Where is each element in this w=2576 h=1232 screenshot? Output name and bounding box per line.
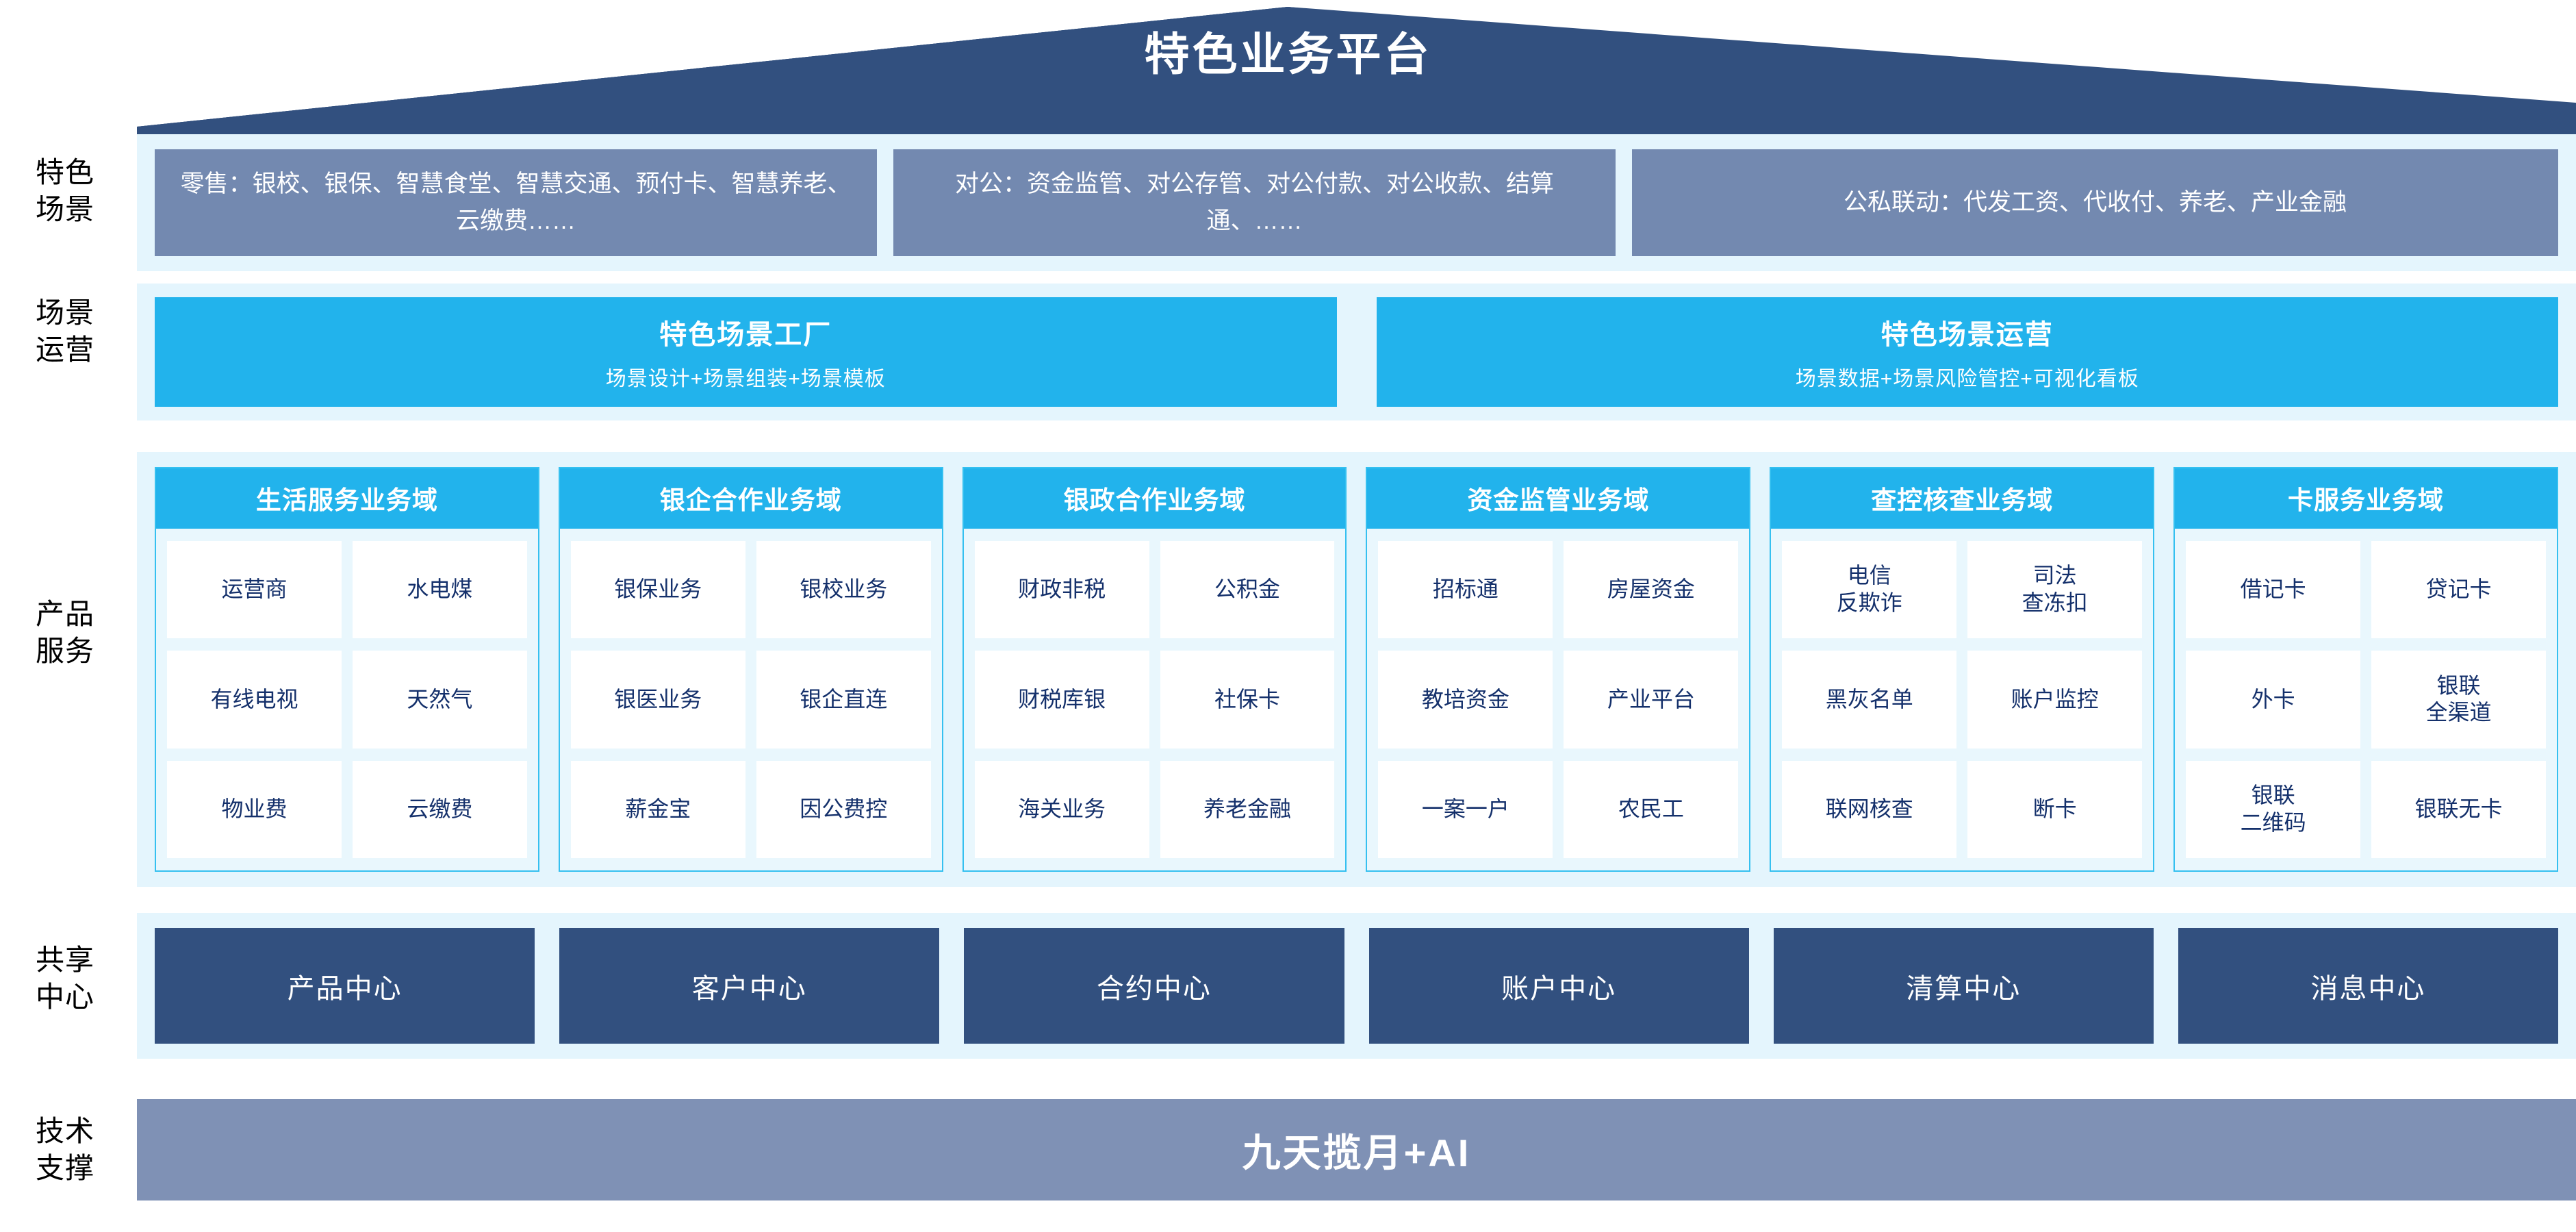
product-item-grid: 运营商 水电煤 有线电视 天然气 物业费 云缴费 bbox=[156, 529, 538, 870]
shared-center-contract[interactable]: 合约中心 bbox=[964, 928, 1344, 1044]
product-item[interactable]: 有线电视 bbox=[167, 651, 342, 749]
shared-center-account[interactable]: 账户中心 bbox=[1368, 928, 1749, 1044]
row-label-scenario: 特色 场景 bbox=[35, 156, 94, 225]
product-domain-title: 生活服务业务域 bbox=[156, 468, 538, 529]
product-item[interactable]: 账户监控 bbox=[1967, 651, 2143, 749]
product-domain-title: 卡服务业务域 bbox=[2175, 468, 2557, 529]
product-domain-fund-supervision[interactable]: 资金监管业务域 招标通 房屋资金 教培资金 产业平台 一案一户 农民工 bbox=[1366, 467, 1751, 872]
product-domain-title: 银企合作业务域 bbox=[559, 468, 942, 529]
product-item[interactable]: 农民工 bbox=[1564, 760, 1739, 858]
operations-title: 特色场景运营 bbox=[1880, 320, 2054, 350]
scenario-box-retail[interactable]: 零售：银校、银保、智慧食堂、智慧交通、预付卡、智慧养老、云缴费…… bbox=[155, 149, 877, 256]
product-item[interactable]: 银医业务 bbox=[570, 651, 745, 749]
product-item[interactable]: 水电煤 bbox=[352, 541, 527, 639]
product-domain-bank-enterprise[interactable]: 银企合作业务域 银保业务 银校业务 银医业务 银企直连 薪金宝 因公费控 bbox=[558, 467, 943, 872]
product-item[interactable]: 教培资金 bbox=[1378, 651, 1553, 749]
operations-box-scene-factory[interactable]: 特色场景工厂 场景设计+场景组装+场景模板 bbox=[155, 297, 1337, 407]
product-item[interactable]: 断卡 bbox=[1967, 760, 2143, 858]
scenario-row-band: 零售：银校、银保、智慧食堂、智慧交通、预付卡、智慧养老、云缴费…… 对公：资金监… bbox=[137, 134, 2576, 271]
operations-box-scene-operation[interactable]: 特色场景运营 场景数据+场景风险管控+可视化看板 bbox=[1376, 297, 2558, 407]
product-item[interactable]: 产业平台 bbox=[1564, 651, 1739, 749]
operations-title: 特色场景工厂 bbox=[659, 320, 832, 350]
product-item[interactable]: 房屋资金 bbox=[1564, 541, 1739, 639]
product-item-grid: 财政非税 公积金 财税库银 社保卡 海关业务 养老金融 bbox=[964, 529, 1346, 870]
products-row-band: 生活服务业务域 运营商 水电煤 有线电视 天然气 物业费 云缴费 银企合作业务域… bbox=[137, 452, 2576, 887]
shared-center-customer[interactable]: 客户中心 bbox=[559, 928, 940, 1044]
shared-center-row-band: 产品中心 客户中心 合约中心 账户中心 清算中心 消息中心 bbox=[137, 913, 2576, 1059]
product-item[interactable]: 银保业务 bbox=[570, 541, 745, 639]
product-item[interactable]: 银校业务 bbox=[756, 541, 931, 639]
product-item[interactable]: 贷记卡 bbox=[2371, 541, 2546, 639]
product-item[interactable]: 招标通 bbox=[1378, 541, 1553, 639]
product-item[interactable]: 天然气 bbox=[352, 651, 527, 749]
product-item[interactable]: 黑灰名单 bbox=[1782, 651, 1957, 749]
scenario-box-corporate[interactable]: 对公：资金监管、对公存管、对公付款、对公收款、结算通、…… bbox=[893, 149, 1616, 256]
product-domain-bank-government[interactable]: 银政合作业务域 财政非税 公积金 财税库银 社保卡 海关业务 养老金融 bbox=[962, 467, 1347, 872]
product-domain-title: 查控核查业务域 bbox=[1771, 468, 2154, 529]
product-item[interactable]: 薪金宝 bbox=[570, 760, 745, 858]
product-domain-title: 银政合作业务域 bbox=[963, 468, 1346, 529]
roof-shape-icon bbox=[137, 7, 2576, 137]
product-item[interactable]: 财政非税 bbox=[974, 541, 1149, 639]
row-label-tech-support: 技术 支撑 bbox=[35, 1115, 94, 1184]
product-domain-card-services[interactable]: 卡服务业务域 借记卡 贷记卡 外卡 银联 全渠道 银联 二维码 银联无卡 bbox=[2173, 467, 2558, 872]
row-label-products: 产品 服务 bbox=[35, 598, 94, 667]
row-label-shared-center: 共享 中心 bbox=[35, 944, 94, 1013]
row-label-operations: 场景 运营 bbox=[35, 297, 94, 366]
shared-center-product[interactable]: 产品中心 bbox=[155, 928, 535, 1044]
product-item[interactable]: 海关业务 bbox=[974, 760, 1149, 858]
product-item[interactable]: 银联 全渠道 bbox=[2371, 651, 2546, 749]
product-item[interactable]: 公积金 bbox=[1160, 541, 1335, 639]
product-domain-investigation-control[interactable]: 查控核查业务域 电信 反欺诈 司法 查冻扣 黑灰名单 账户监控 联网核查 断卡 bbox=[1770, 467, 2155, 872]
page-title: 特色业务平台 bbox=[1144, 29, 1432, 79]
product-item[interactable]: 物业费 bbox=[167, 760, 342, 858]
product-item-grid: 电信 反欺诈 司法 查冻扣 黑灰名单 账户监控 联网核查 断卡 bbox=[1771, 529, 2153, 870]
operations-subtitle: 场景设计+场景组装+场景模板 bbox=[605, 368, 886, 390]
product-item[interactable]: 养老金融 bbox=[1160, 760, 1335, 858]
product-item[interactable]: 司法 查冻扣 bbox=[1967, 541, 2143, 639]
product-item[interactable]: 联网核查 bbox=[1782, 760, 1957, 858]
product-item[interactable]: 财税库银 bbox=[974, 651, 1149, 749]
operations-row-band: 特色场景工厂 场景设计+场景组装+场景模板 特色场景运营 场景数据+场景风险管控… bbox=[137, 284, 2576, 420]
product-item[interactable]: 社保卡 bbox=[1160, 651, 1335, 749]
product-item[interactable]: 运营商 bbox=[167, 541, 342, 639]
product-domain-life-services[interactable]: 生活服务业务域 运营商 水电煤 有线电视 天然气 物业费 云缴费 bbox=[155, 467, 539, 872]
tech-support-bar[interactable]: 九天揽月+AI bbox=[137, 1099, 2576, 1200]
product-item[interactable]: 因公费控 bbox=[756, 760, 931, 858]
product-item[interactable]: 外卡 bbox=[2186, 651, 2361, 749]
product-domain-title: 资金监管业务域 bbox=[1367, 468, 1750, 529]
product-item[interactable]: 银联 二维码 bbox=[2186, 760, 2361, 858]
product-item-grid: 银保业务 银校业务 银医业务 银企直连 薪金宝 因公费控 bbox=[560, 529, 942, 870]
shared-center-settlement[interactable]: 清算中心 bbox=[1773, 928, 2154, 1044]
platform-header-banner: 特色业务平台 bbox=[0, 0, 2576, 137]
product-item-grid: 招标通 房屋资金 教培资金 产业平台 一案一户 农民工 bbox=[1367, 529, 1749, 870]
product-item[interactable]: 银联无卡 bbox=[2371, 760, 2546, 858]
operations-subtitle: 场景数据+场景风险管控+可视化看板 bbox=[1795, 368, 2139, 390]
product-item[interactable]: 云缴费 bbox=[352, 760, 527, 858]
shared-center-message[interactable]: 消息中心 bbox=[2178, 928, 2559, 1044]
product-item-grid: 借记卡 贷记卡 外卡 银联 全渠道 银联 二维码 银联无卡 bbox=[2175, 529, 2557, 870]
product-item[interactable]: 电信 反欺诈 bbox=[1782, 541, 1957, 639]
product-item[interactable]: 一案一户 bbox=[1378, 760, 1553, 858]
product-item[interactable]: 借记卡 bbox=[2186, 541, 2361, 639]
scenario-box-public-private[interactable]: 公私联动：代发工资、代收付、养老、产业金融 bbox=[1632, 149, 2558, 256]
product-item[interactable]: 银企直连 bbox=[756, 651, 931, 749]
